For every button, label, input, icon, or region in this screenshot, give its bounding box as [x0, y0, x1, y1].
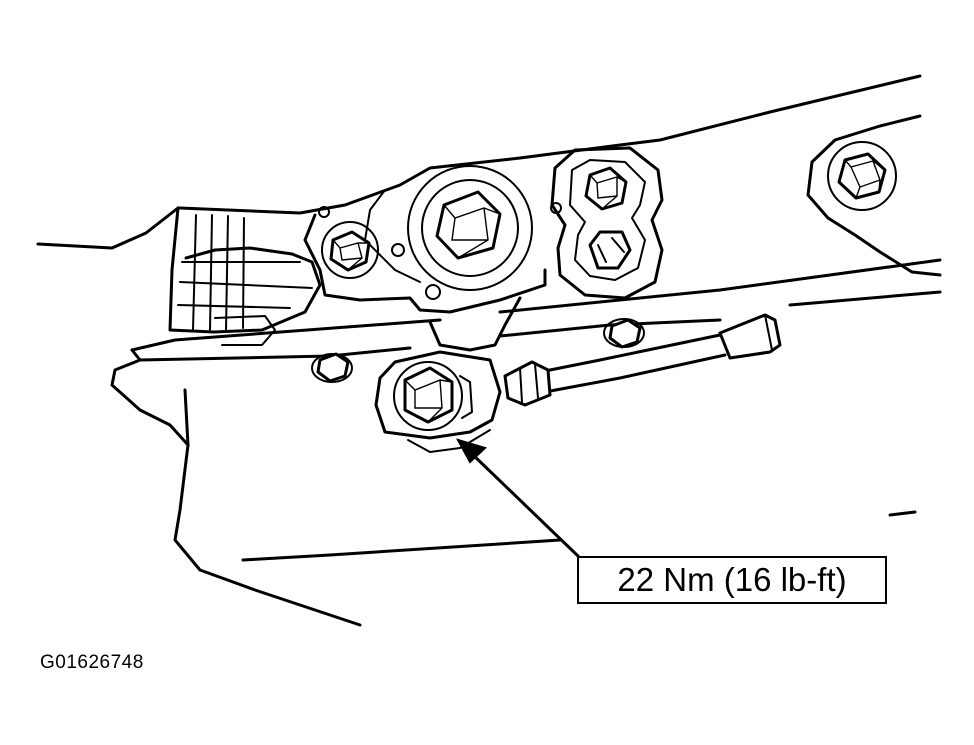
hex-bolt-icon	[603, 318, 645, 349]
left-body-outline	[36, 206, 180, 250]
housing-lug	[214, 315, 276, 346]
cooler-line-lower	[543, 353, 727, 394]
torque-callout: 22 Nm (16 lb-ft)	[577, 556, 887, 604]
drain-plug-icon	[407, 165, 533, 291]
line-sleeve	[718, 313, 782, 360]
clamp-washer	[459, 375, 473, 419]
mounting-hole	[391, 243, 405, 257]
filter-cover-outline	[550, 146, 664, 300]
hex-bolt-icon	[584, 166, 628, 211]
pan-flange-upper	[130, 258, 942, 352]
mounting-hole	[425, 284, 441, 300]
clamp-bracket	[374, 350, 502, 440]
figure-id: G01626748	[40, 652, 144, 673]
pan-flange-lower	[130, 290, 942, 362]
hex-bolt-icon	[393, 361, 463, 431]
torque-label: 22 Nm (16 lb-ft)	[617, 561, 847, 598]
bracket-arm	[428, 296, 522, 352]
hex-bolt-icon	[321, 221, 379, 279]
mounting-hole	[318, 206, 330, 218]
oil-pan-outline	[110, 358, 362, 627]
line-fitting	[503, 360, 552, 407]
mounting-hole	[550, 202, 562, 214]
hex-bolt-icon	[311, 352, 353, 383]
filter-cover-inner	[569, 159, 646, 281]
cooler-line-upper	[538, 333, 722, 374]
valve-body-plate	[303, 213, 547, 314]
right-housing-outline	[806, 114, 942, 277]
housing-ribs	[177, 214, 313, 331]
oil-pan-lower-seam	[241, 510, 917, 562]
leader-line	[468, 450, 580, 558]
arrow-icon	[455, 438, 487, 464]
oil-pan-bottom-edge	[183, 388, 190, 447]
oval-port	[588, 230, 632, 270]
hex-bolt-icon	[827, 141, 897, 211]
upper-housing-edge	[178, 74, 922, 215]
